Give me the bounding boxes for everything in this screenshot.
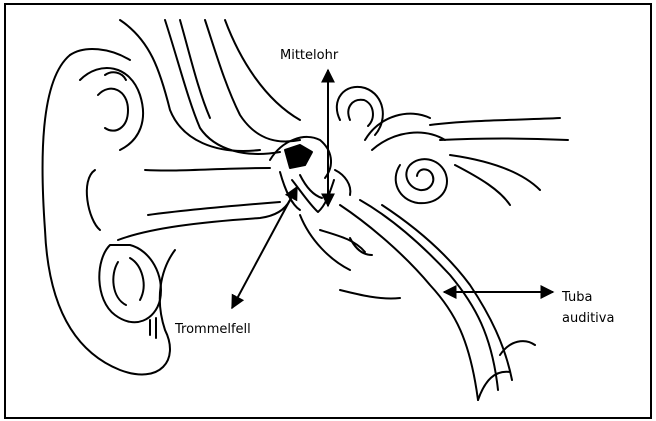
- label-tuba-line2: auditiva: [562, 308, 614, 329]
- label-tuba-auditiva: Tuba auditiva: [562, 287, 614, 329]
- ear-drawing: [43, 20, 568, 400]
- label-mittelohr: Mittelohr: [280, 48, 338, 64]
- label-trommelfell: Trommelfell: [175, 322, 251, 338]
- diagram-border: [5, 4, 651, 418]
- label-tuba-line1: Tuba: [562, 287, 614, 308]
